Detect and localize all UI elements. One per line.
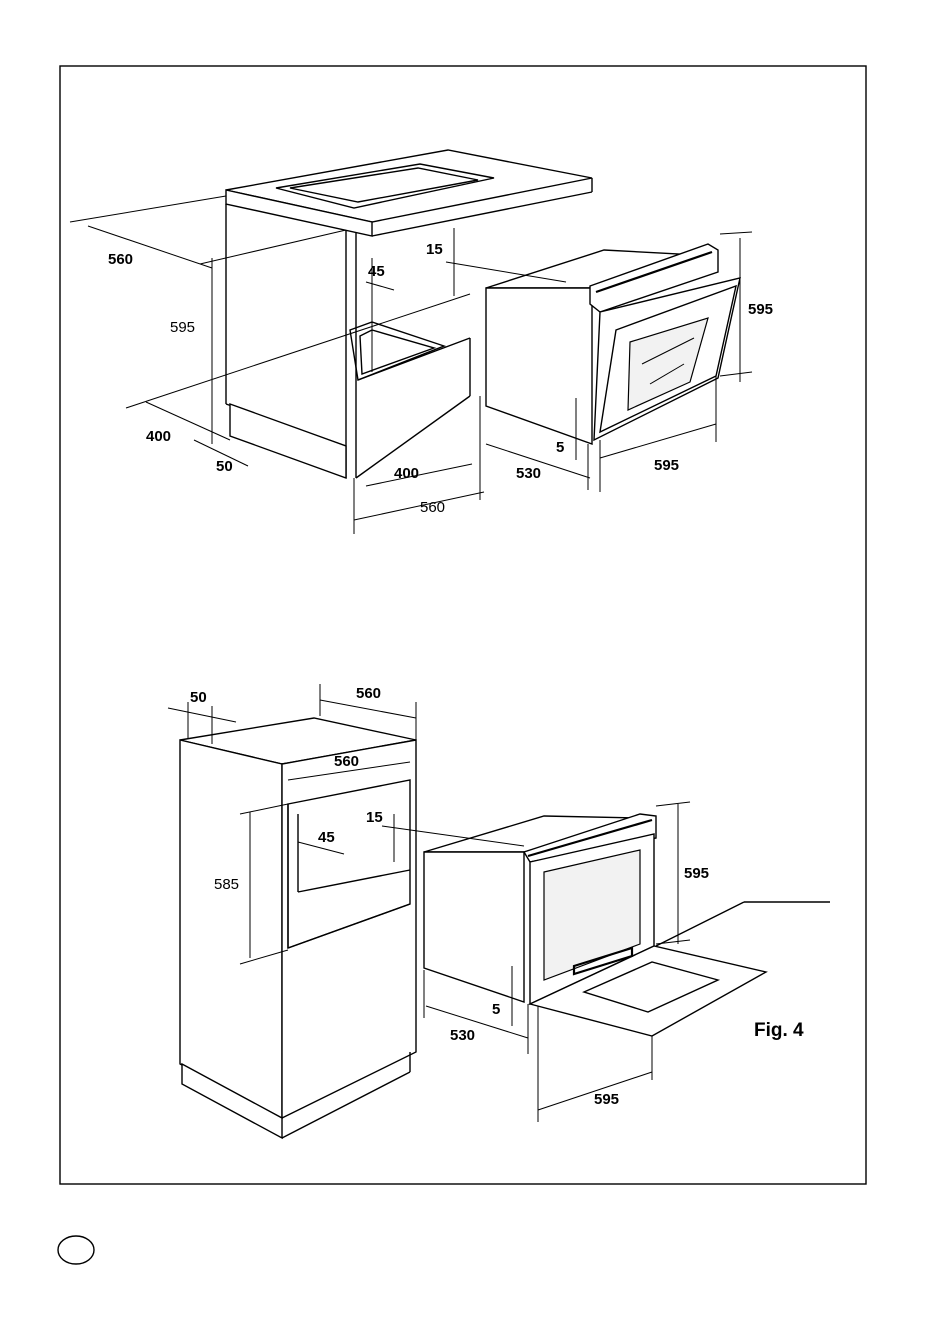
dim-opening-width: 560 [420,499,445,516]
dim-oven-width: 595 [654,457,679,474]
top-oven [486,244,740,444]
dim-oven-depth-bottom: 530 [450,1027,475,1044]
dim-plinth: 50 [216,458,233,475]
figure-caption: Fig. 4 [754,1020,804,1041]
dim-opening-height: 585 [214,876,239,893]
dim-oven-height: 595 [748,301,773,318]
door-pointer-line [656,902,744,946]
bottom-oven [424,814,766,1036]
dim-oven-bottom-gap: 5 [556,439,564,456]
circle-badge-icon [58,1236,94,1264]
dim-top-offset: 50 [190,689,207,706]
top-diagram: 560 595 15 45 400 50 400 560 530 5 595 5… [70,150,773,534]
dim-gap-top-bottom: 15 [366,809,383,826]
dim-opening-depth: 400 [394,465,419,482]
dim-gap-top: 15 [426,241,443,258]
dim-cabinet-depth: 560 [108,251,133,268]
dim-cabinet-height: 595 [170,319,195,336]
dim-oven-width-bottom: 595 [594,1091,619,1108]
bottom-diagram: 50 560 560 15 45 585 595 5 530 595 Fig. … [168,684,830,1138]
dim-side-gap: 45 [368,263,385,280]
column-cabinet [180,718,416,1138]
dim-oven-height-bottom: 595 [684,865,709,882]
dim-inner-width: 560 [334,753,359,770]
dim-top-width: 560 [356,685,381,702]
dim-oven-depth: 530 [516,465,541,482]
dim-oven-bottom-gap-bottom: 5 [492,1001,500,1018]
worktop [226,150,592,236]
dim-side-gap-bottom: 45 [318,829,335,846]
dim-base-depth: 400 [146,428,171,445]
